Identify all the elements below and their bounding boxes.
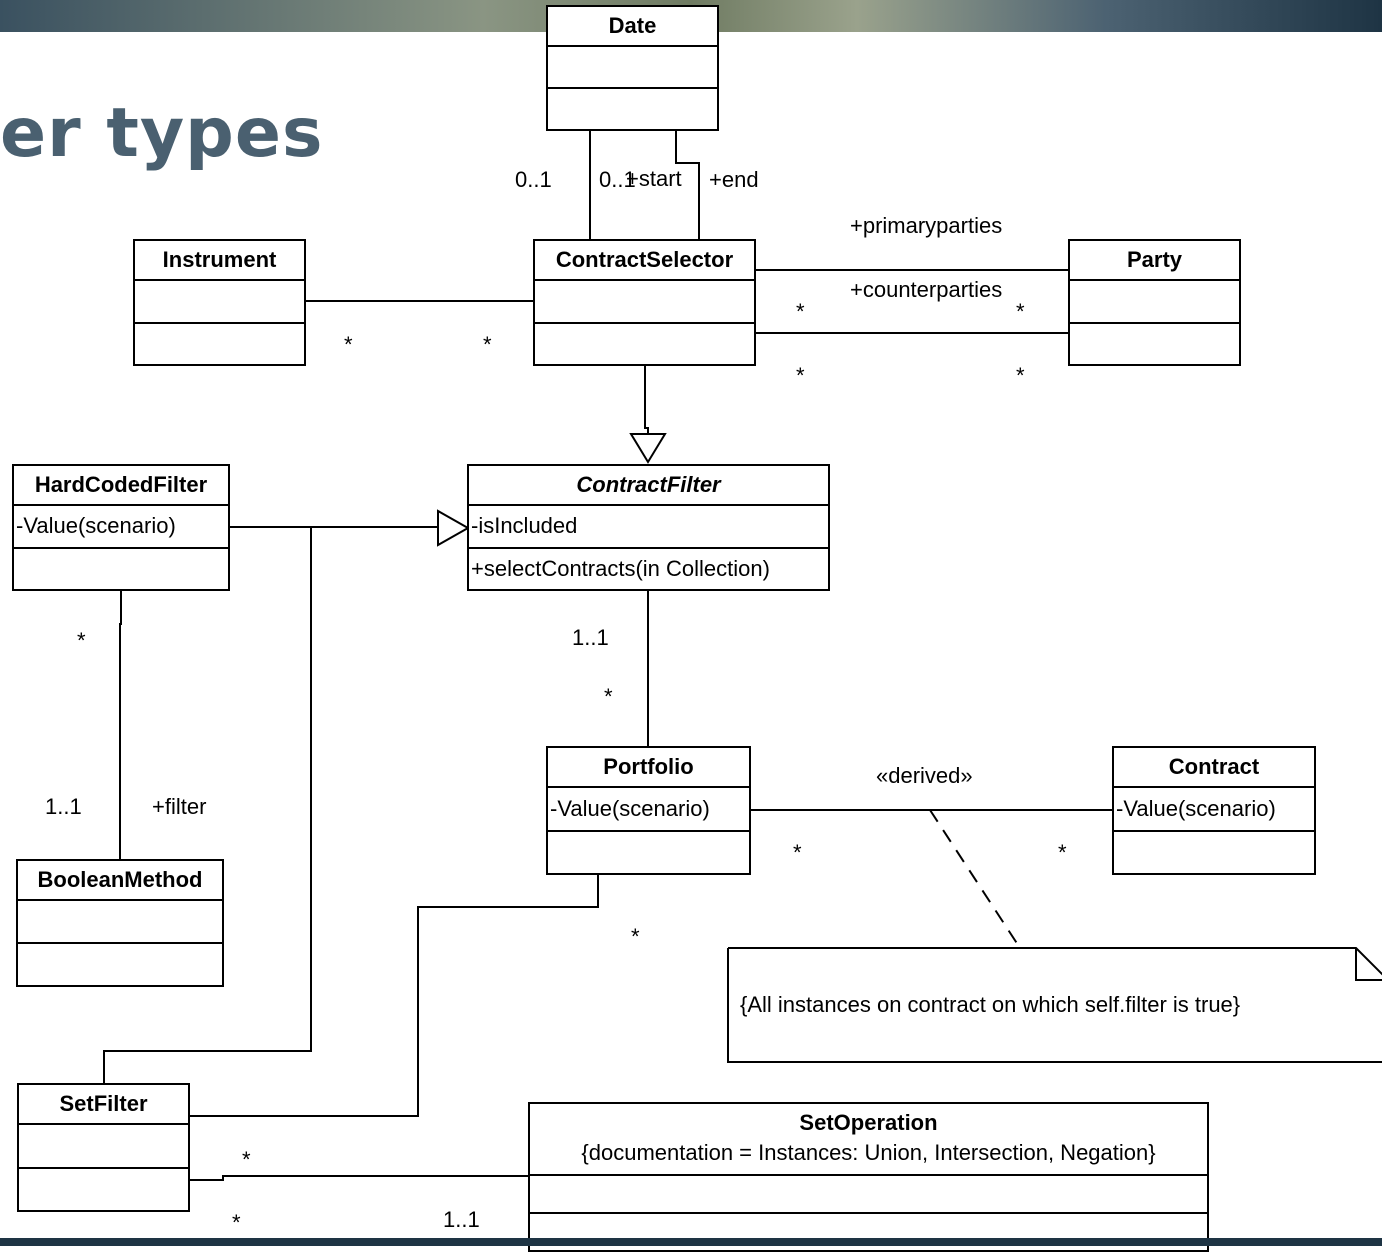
setfilter-setoperation-association-line (189, 1175, 528, 1181)
attribute-value: -Value(scenario) (1114, 788, 1314, 832)
class-set-filter[interactable]: SetFilter (17, 1083, 190, 1212)
class-contract[interactable]: Contract -Value(scenario) (1112, 746, 1316, 875)
operation-select-contracts: +selectContracts(in Collection) (471, 555, 770, 581)
operations-compartment (14, 549, 228, 590)
class-portfolio[interactable]: Portfolio -Value(scenario) (546, 746, 751, 875)
attribute-is-included: -isIncluded (469, 506, 828, 549)
multiplicity-label: * (796, 299, 805, 324)
class-name: Date (548, 7, 717, 47)
note-fold (1355, 948, 1382, 981)
attributes-compartment (135, 281, 304, 324)
attribute-value: -Value(scenario) (14, 506, 228, 549)
slide-title: er types (0, 94, 324, 173)
multiplicity-label: 1..1 (45, 794, 82, 819)
setfilter-generalization-line (103, 527, 312, 1083)
class-contract-filter[interactable]: ContractFilter -isIncluded +selectContra… (467, 464, 830, 591)
class-name: SetOperation (799, 1110, 938, 1135)
multiplicity-label: * (796, 363, 805, 388)
class-date[interactable]: Date (546, 5, 719, 131)
attributes-compartment (18, 901, 222, 944)
multiplicity-label: 0..1 (599, 167, 636, 192)
constraint-note-text: {All instances on contract on which self… (740, 992, 1241, 1017)
class-name: ContractFilter (469, 466, 828, 506)
multiplicity-label: * (483, 332, 492, 357)
note-anchor-line (929, 809, 1021, 949)
role-label-counterparties: +counterparties (850, 277, 1003, 302)
slide-footer-band (0, 1238, 1382, 1246)
operations-compartment (1070, 324, 1239, 365)
attributes-compartment (530, 1176, 1207, 1214)
role-label-end: +end (709, 167, 759, 192)
multiplicity-label: * (242, 1147, 251, 1172)
multiplicity-label: 0..1 (515, 167, 552, 192)
class-instrument[interactable]: Instrument (133, 239, 306, 366)
class-documentation: {documentation = Instances: Union, Inter… (581, 1140, 1156, 1165)
portfolio-setfilter-association-line (189, 875, 599, 1117)
multiplicity-label: * (631, 924, 640, 949)
multiplicity-label: * (344, 332, 353, 357)
class-party[interactable]: Party (1068, 239, 1241, 366)
filter-generalization-arrowhead (437, 509, 471, 547)
multiplicity-label: * (1016, 299, 1025, 324)
class-name: Portfolio (548, 748, 749, 788)
multiplicity-label: * (1058, 840, 1067, 865)
operations-compartment (19, 1169, 188, 1211)
class-hard-coded-filter[interactable]: HardCodedFilter -Value(scenario) (12, 464, 230, 591)
operations-compartment (548, 832, 749, 874)
class-name: Contract (1114, 748, 1314, 788)
class-contract-selector[interactable]: ContractSelector (533, 239, 756, 366)
attributes-compartment (548, 47, 717, 89)
class-header: SetOperation {documentation = Instances:… (530, 1104, 1207, 1176)
operations-compartment (548, 89, 717, 129)
multiplicity-label: * (77, 628, 86, 653)
operations-compartment (18, 944, 222, 985)
multiplicity-label: * (1016, 363, 1025, 388)
class-name: Party (1070, 241, 1239, 281)
class-set-operation[interactable]: SetOperation {documentation = Instances:… (528, 1102, 1209, 1252)
attributes-compartment (535, 281, 754, 324)
filter-booleanmethod-association-line (119, 591, 122, 860)
role-label-start: +start (626, 166, 682, 191)
attributes-compartment (19, 1125, 188, 1169)
stereotype-derived: «derived» (876, 763, 973, 788)
class-name: Instrument (135, 241, 304, 281)
multiplicity-label: * (793, 840, 802, 865)
note-shape (727, 947, 1382, 1063)
class-name: SetFilter (19, 1085, 188, 1125)
operations-compartment (1114, 832, 1314, 874)
class-name: HardCodedFilter (14, 466, 228, 506)
selector-generalization-line (644, 366, 649, 434)
selector-generalization-arrowhead (629, 433, 667, 464)
end-association-line (675, 130, 700, 240)
multiplicity-label: * (604, 684, 613, 709)
class-name: ContractSelector (535, 241, 754, 281)
attributes-compartment (1070, 281, 1239, 324)
multiplicity-label: 1..1 (572, 625, 609, 650)
class-name: BooleanMethod (18, 861, 222, 901)
attribute-value: -Value(scenario) (548, 788, 749, 832)
operations-compartment (535, 324, 754, 365)
class-boolean-method[interactable]: BooleanMethod (16, 859, 224, 987)
multiplicity-label: * (232, 1210, 241, 1235)
operations-compartment (135, 324, 304, 365)
role-label-primaryparties: +primaryparties (850, 213, 1003, 238)
role-label-filter: +filter (152, 794, 207, 819)
multiplicity-label: 1..1 (443, 1207, 480, 1232)
